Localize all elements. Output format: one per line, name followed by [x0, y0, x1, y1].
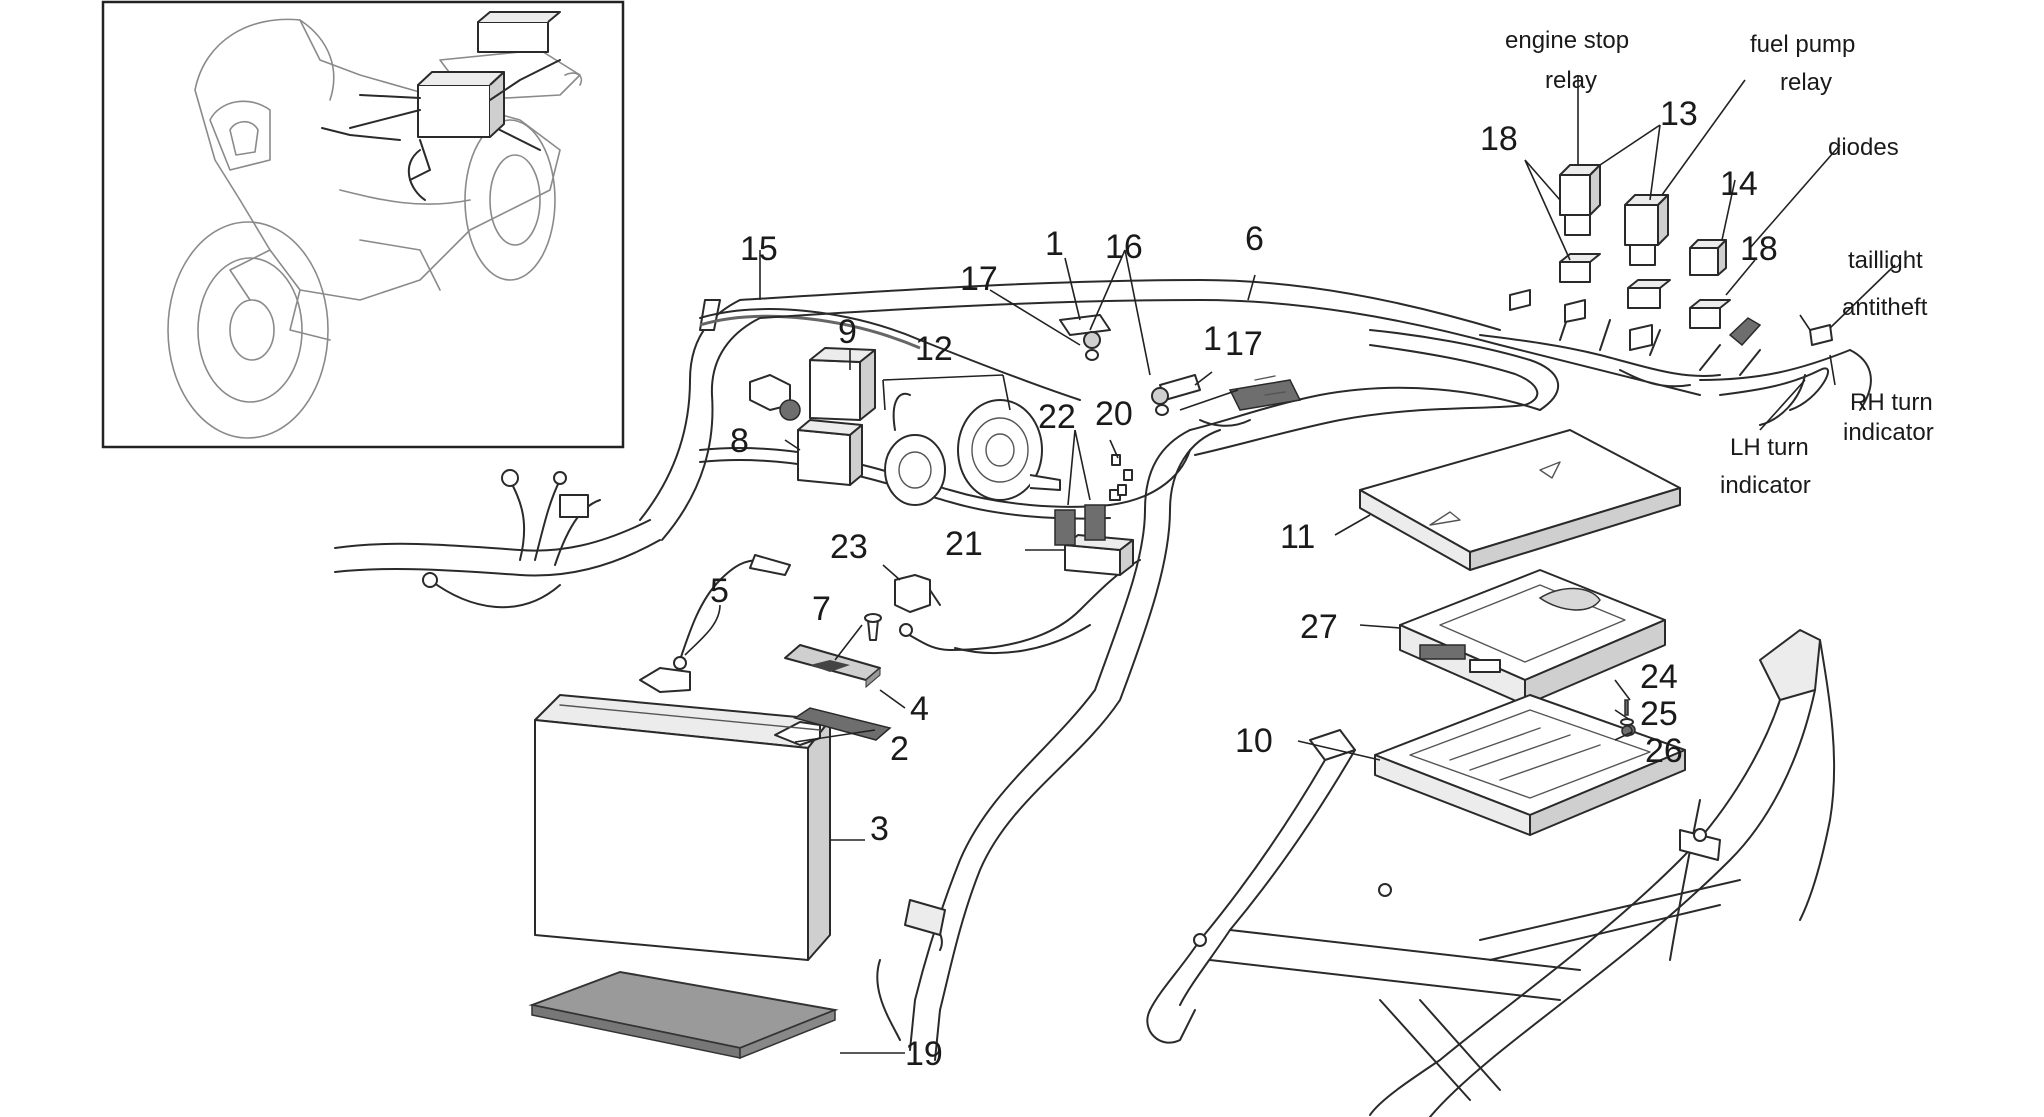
callout-1a: 1 [1045, 225, 1064, 263]
callout-4: 4 [910, 690, 929, 728]
callout-8: 8 [730, 422, 749, 460]
callout-22: 22 [1038, 398, 1076, 436]
regulator-part-21 [1054, 489, 1134, 576]
horn-part-12 [884, 392, 1061, 506]
callout-11: 11 [1280, 518, 1315, 556]
callout-5: 5 [710, 572, 729, 610]
rear-subframe [1146, 629, 1836, 1117]
leader-lines [684, 75, 1896, 1054]
fuse-parts-20 [1111, 454, 1133, 496]
callout-17a: 17 [960, 260, 998, 298]
callout-23: 23 [830, 528, 868, 566]
label-engine-stop-relay: relay [1545, 67, 1597, 94]
callout-6: 6 [1245, 220, 1264, 258]
battery-cable-part-5 [673, 554, 791, 670]
callout-2: 2 [890, 730, 909, 768]
label-lh-turn: LH turn [1730, 434, 1809, 461]
callout-15: 15 [740, 230, 778, 268]
connector-parts-1-16 [1059, 314, 1302, 427]
callout-18b: 18 [1740, 230, 1778, 268]
callout-25: 25 [1640, 695, 1678, 733]
ecu-part-11 [1359, 429, 1681, 571]
battery-mat-part-19 [528, 970, 839, 1060]
callout-1b: 1 [1203, 320, 1222, 358]
callout-7: 7 [812, 590, 831, 628]
callout-19: 19 [905, 1035, 943, 1073]
label-taillight: taillight [1848, 247, 1923, 274]
callout-21: 21 [945, 525, 983, 563]
relay-cluster [1509, 164, 1833, 351]
screw-part-7 [864, 613, 882, 641]
callout-17b: 17 [1225, 325, 1263, 363]
callout-13: 13 [1660, 95, 1698, 133]
ground-cable-part-23 [894, 559, 1141, 655]
label-diodes: diodes [1828, 134, 1899, 161]
main-wiring-harness [334, 279, 1872, 1061]
callout-9: 9 [838, 313, 857, 351]
electronic-unit-part-27 [1399, 569, 1666, 706]
label-antitheft: antitheft [1842, 294, 1928, 321]
label-rh-turn-indicator: indicator [1843, 419, 1934, 446]
label-lh-turn-indicator: indicator [1720, 472, 1811, 499]
relay-parts-8-9 [749, 347, 876, 486]
callout-20: 20 [1095, 395, 1133, 433]
motorcycle-inset [101, 0, 625, 449]
label-engine-stop: engine stop [1505, 27, 1629, 54]
callout-16: 16 [1105, 228, 1143, 266]
label-fuel-pump: fuel pump [1750, 31, 1855, 58]
component-labels: engine stop relay fuel pump relay diodes… [1505, 27, 1934, 499]
callout-24: 24 [1640, 658, 1678, 696]
label-rh-turn: RH turn [1850, 389, 1933, 416]
label-fuel-pump-relay: relay [1780, 69, 1832, 96]
callout-14: 14 [1720, 165, 1758, 203]
battery-part-3 [534, 667, 831, 961]
callout-12: 12 [915, 330, 953, 368]
callout-26: 26 [1645, 732, 1683, 770]
callout-27: 27 [1300, 608, 1338, 646]
callout-numbers: 1 1 2 3 4 5 6 7 8 9 10 11 12 13 14 15 16… [710, 95, 1778, 1073]
callout-10: 10 [1235, 722, 1273, 760]
tray-part-10 [1374, 694, 1686, 836]
callout-3: 3 [870, 810, 889, 848]
callout-18a: 18 [1480, 120, 1518, 158]
